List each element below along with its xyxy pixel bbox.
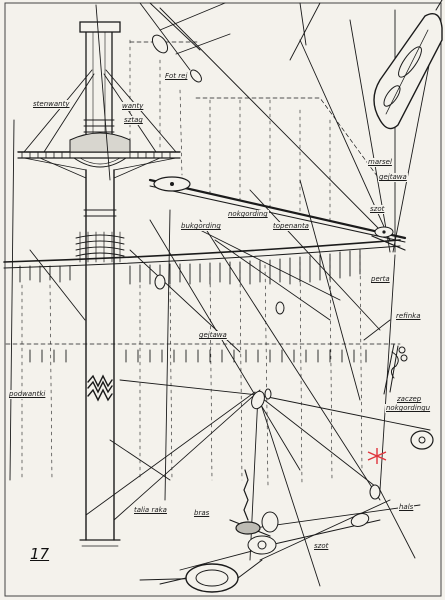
label-podwantki: podwantki [8, 390, 47, 399]
figure-number: 17 [30, 545, 50, 563]
label-bukgording: bukgording [180, 222, 222, 231]
fighting-top [17, 132, 181, 168]
label-szot-top: szot [369, 205, 386, 214]
reef-points [29, 349, 367, 363]
sail-seams [21, 39, 363, 486]
label-wanty: wanty [121, 102, 145, 111]
label-gejtawa-top: gejtawa [378, 173, 408, 182]
label-gejtawa-mid: gejtawa [198, 331, 228, 340]
mast [79, 21, 121, 547]
lower-yard [3, 235, 406, 269]
sail-gaskets [19, 249, 361, 285]
label-fot-rej: Fot rej [164, 72, 189, 81]
parrel-chain [229, 469, 271, 537]
label-topenanta: topenanta [272, 222, 310, 231]
label-hals: hals [398, 503, 415, 512]
masthead-bands [83, 119, 117, 217]
blocks [151, 34, 381, 555]
topsail-yard [148, 178, 407, 243]
label-marsel: marsel [367, 158, 393, 167]
detail-block-top [373, 0, 443, 130]
detail-hook [383, 343, 408, 395]
mast-woldings [87, 374, 113, 402]
running-rigging [9, 4, 431, 587]
label-sztag: sztag [123, 116, 144, 125]
red-marker [367, 448, 387, 464]
label-refinka: refinka [395, 312, 422, 321]
label-zaczep: zaczep [396, 395, 423, 404]
futtock-shrouds [23, 157, 177, 179]
label-bras: bras [193, 509, 211, 518]
label-nokgordingu: nokgordingu [385, 404, 432, 413]
label-nokgording: nokgording [227, 210, 269, 219]
detail-block-bottom [159, 559, 263, 593]
detail-block-right [410, 430, 434, 450]
label-stenwanty: stenwanty [32, 100, 71, 109]
label-szot-bottom: szot [313, 542, 330, 551]
label-talia-raka: talia raka [133, 506, 168, 515]
yard-block [153, 176, 394, 238]
yard-sling [75, 231, 125, 263]
label-perta: perta [370, 275, 391, 284]
top-ropes [139, 2, 321, 71]
page-frame [4, 2, 442, 597]
